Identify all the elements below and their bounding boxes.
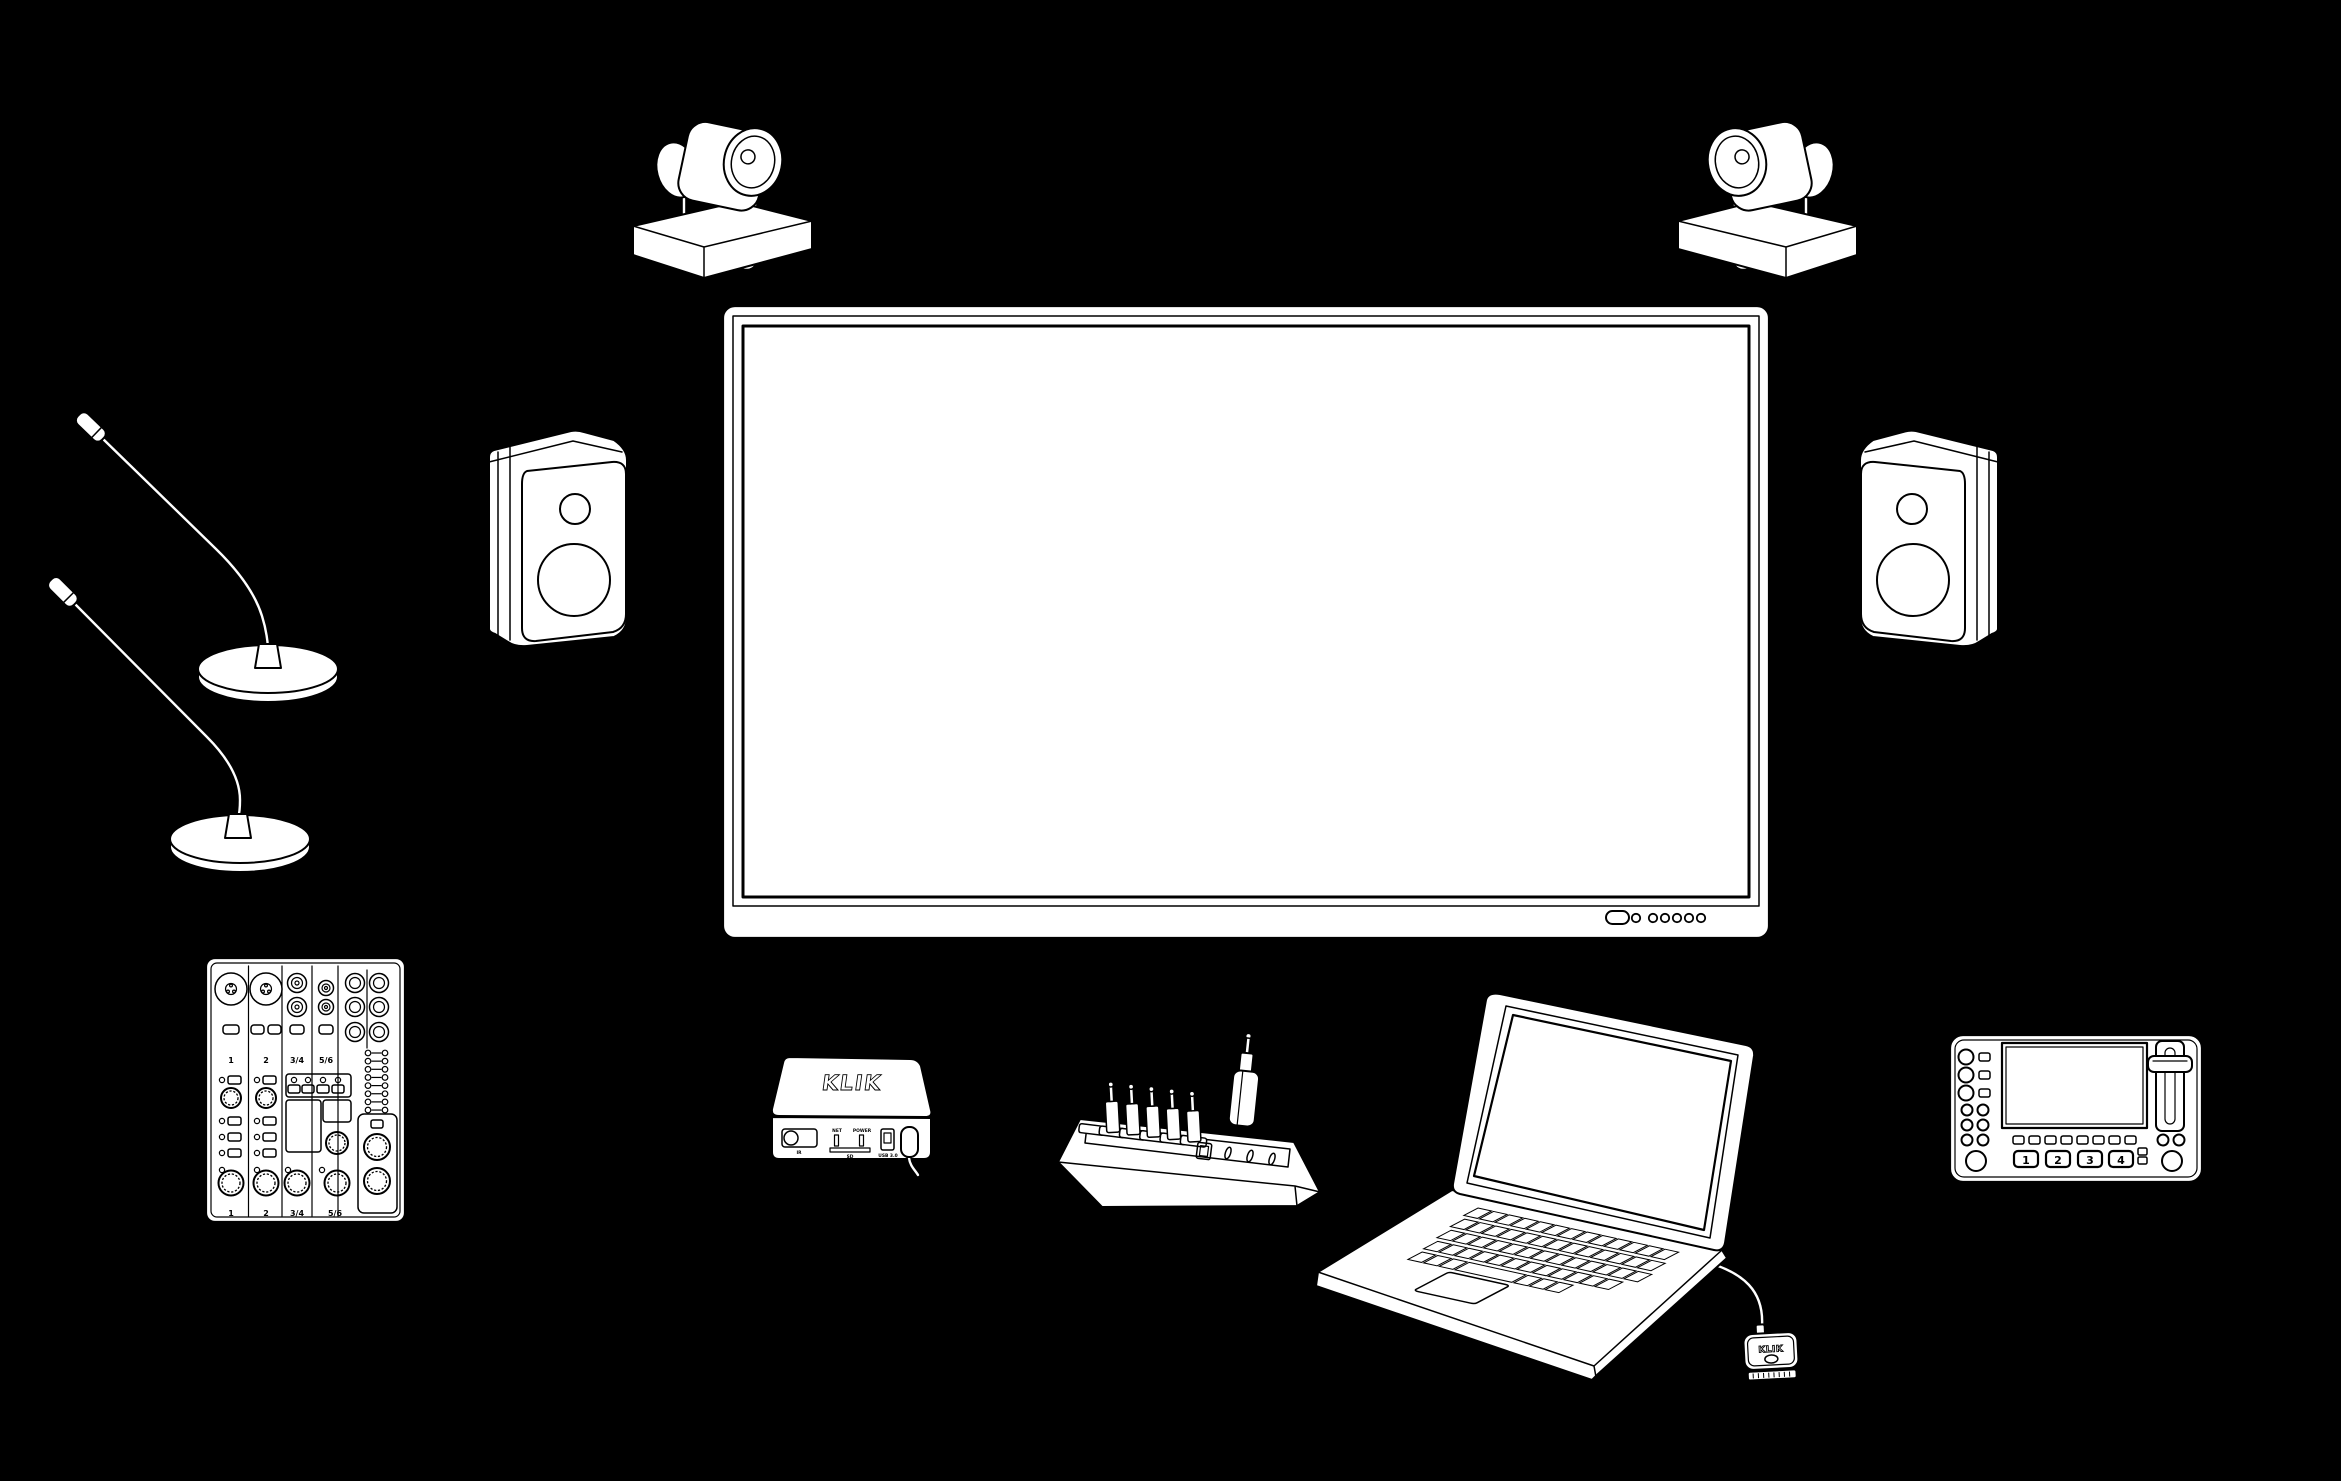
switcher-right-controls — [2156, 1133, 2186, 1172]
mic-holder — [224, 813, 252, 839]
audio-mixer: 1 2 3/4 5/6 — [204, 912, 407, 1224]
program-button-4 — [2107, 1149, 2135, 1169]
display-control-bar — [1605, 910, 1707, 925]
channel-label-56-bottom: 5/6 — [328, 1209, 342, 1218]
dock-port-area — [1084, 1125, 1291, 1168]
tbar-track — [2155, 1040, 2185, 1132]
net-label: NET — [832, 1128, 842, 1134]
program-button-2 — [2044, 1149, 2072, 1169]
speaker-left — [488, 429, 628, 648]
interactive-display — [721, 304, 1771, 940]
channel-label-1-top: 1 — [228, 1056, 234, 1065]
sd-label: SD — [847, 1154, 854, 1160]
program-button-3 — [2076, 1149, 2104, 1169]
tbar-handle — [2147, 1055, 2193, 1073]
mixer-pad-buttons — [222, 1024, 334, 1035]
power-button — [1605, 910, 1630, 925]
channel-label-34-bottom: 3/4 — [290, 1209, 304, 1218]
mic-holder — [254, 643, 282, 669]
usb-port — [880, 1128, 895, 1151]
klik-logo: KLIK — [820, 1070, 883, 1095]
laptop-base — [1315, 1189, 1728, 1381]
dock-usb-ports — [1195, 1141, 1276, 1166]
mic-capsule — [47, 576, 79, 608]
svg-text:1: 1 — [2022, 1154, 2030, 1167]
floating-dongle — [1227, 1032, 1261, 1128]
box-front-ports: IR NET POWER SD USB 3.0 — [781, 1126, 921, 1178]
switcher-function-buttons — [2012, 1135, 2137, 1145]
dock-dongles — [1104, 1081, 1202, 1143]
gooseneck-microphone-2 — [47, 576, 311, 873]
mixer-level-knobs — [217, 1166, 351, 1197]
usb-port-inner — [883, 1132, 892, 1144]
ir-sensor — [781, 1128, 818, 1148]
mixer-input-jacks — [214, 972, 390, 1043]
switcher-screen — [2000, 1041, 2149, 1130]
mixer-panel — [204, 956, 407, 1224]
usb-label: USB 3.0 — [878, 1153, 897, 1159]
channel-label-56-top: 5/6 — [319, 1056, 333, 1065]
puck-body — [1742, 1331, 1800, 1371]
channel-label-1-bottom: 1 — [228, 1209, 234, 1218]
channel-label-2-bottom: 2 — [263, 1209, 269, 1218]
program-button-1 — [2012, 1149, 2040, 1169]
svg-text:2: 2 — [2054, 1154, 2062, 1167]
speaker-right — [1859, 429, 1999, 648]
tbar-fader — [2147, 1040, 2193, 1132]
ir-label: IR — [796, 1150, 802, 1156]
puck-button — [1764, 1354, 1779, 1364]
usb-cable-plug — [900, 1126, 919, 1158]
power-led — [858, 1134, 865, 1147]
switcher-knob-left — [1965, 1150, 1987, 1172]
net-led — [833, 1134, 840, 1147]
mixer-gain-section — [218, 1073, 352, 1158]
mixer-led-meter — [364, 1049, 389, 1114]
laptop-trackpad — [1414, 1272, 1510, 1304]
mic-capsule — [74, 411, 107, 443]
mixer-master-section — [357, 1113, 398, 1214]
switcher-program-buttons: 1 2 3 4 — [2012, 1147, 2148, 1169]
svg-text:3: 3 — [2086, 1154, 2094, 1167]
display-bezel — [732, 315, 1760, 907]
box-front-face — [771, 1116, 932, 1160]
video-switcher: 1 2 3 4 — [1948, 1028, 2204, 1184]
dongle-charging-dock — [1057, 1032, 1321, 1208]
puck-logo: KLIK — [1758, 1344, 1784, 1355]
sd-card-slot — [829, 1147, 871, 1153]
indicator-lights — [1630, 912, 1707, 924]
power-label: POWER — [853, 1128, 872, 1134]
switcher-left-controls — [1957, 1048, 1991, 1172]
klik-receiver-box: KLIK IR NET POWER SD USB 3.0 — [770, 1056, 933, 1178]
laptop-screen — [1472, 1013, 1733, 1232]
gooseneck-microphone-1 — [74, 411, 339, 703]
laptop-keyboard — [1388, 1208, 1689, 1302]
channel-label-2-top: 2 — [263, 1056, 269, 1065]
klik-puck: KLIK — [1742, 1323, 1800, 1381]
svg-text:4: 4 — [2117, 1154, 2125, 1167]
display-screen — [741, 324, 1751, 899]
laptop — [1315, 992, 1762, 1381]
channel-label-34-top: 3/4 — [290, 1056, 304, 1065]
switcher-knob-right — [2161, 1150, 2183, 1172]
puck-base-stripes — [1752, 1371, 1791, 1379]
